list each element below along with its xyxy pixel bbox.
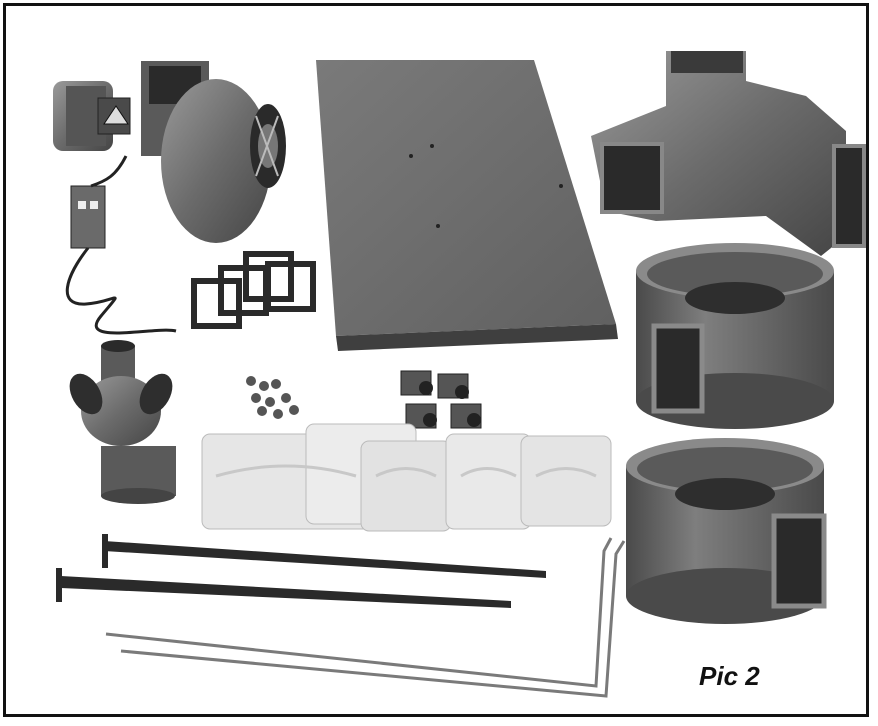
gaskets	[191, 251, 316, 329]
parts-illustration	[53, 51, 866, 698]
hardware-bolts	[246, 376, 299, 419]
casters	[400, 370, 482, 429]
control-switch-box	[65, 155, 177, 335]
blower-motor	[53, 61, 286, 243]
support-rods	[105, 537, 626, 698]
support-arms	[56, 534, 546, 608]
collector-drum-lower	[626, 438, 827, 624]
y-fitting	[69, 340, 176, 504]
figure-frame: Pic 2	[3, 3, 869, 717]
y-duct	[591, 51, 866, 256]
base-board	[316, 60, 618, 351]
filter-bags	[201, 423, 612, 532]
collector-drum-upper	[636, 243, 834, 429]
figure-caption: Pic 2	[699, 661, 760, 691]
